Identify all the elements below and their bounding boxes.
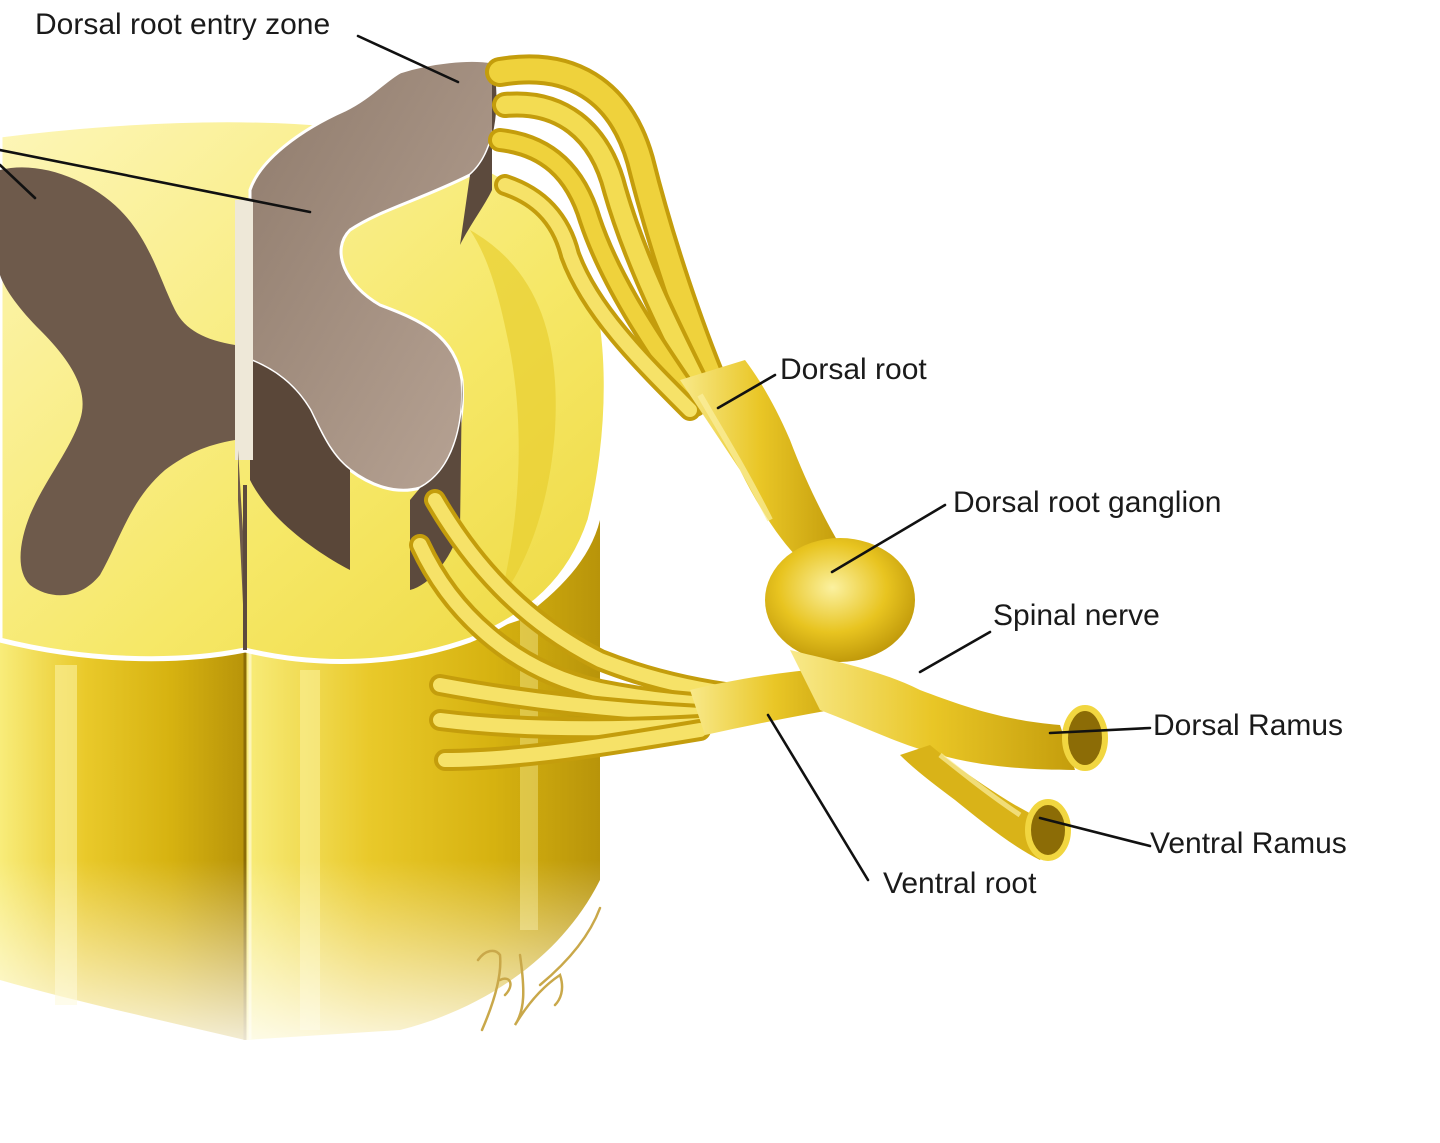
- dorsal-root-ganglion: [765, 538, 915, 662]
- label-dorsal-ramus: Dorsal Ramus: [1153, 709, 1343, 742]
- artist-signature: [476, 906, 602, 1032]
- leader-lines: [0, 34, 1152, 882]
- leader-ventral-ramus: [1038, 816, 1152, 848]
- leader-gray-matter-top: [0, 148, 312, 214]
- leader-spinal-nerve: [918, 630, 992, 674]
- leader-gray-matter-left: [0, 163, 37, 200]
- ventral-rootlets: [409, 489, 751, 771]
- bottom-fade: [0, 860, 620, 1080]
- label-dorsal-root-entry-zone: Dorsal root entry zone: [35, 8, 330, 41]
- leader-dorsal-root-ganglion: [830, 503, 947, 574]
- label-dorsal-root: Dorsal root: [780, 353, 927, 386]
- leader-dorsal-root-entry-zone: [356, 34, 460, 84]
- label-ventral-ramus: Ventral Ramus: [1150, 827, 1347, 860]
- leader-dorsal-root: [716, 373, 777, 410]
- dorsal-root: [680, 360, 840, 560]
- dorsal-ramus-cut-end: [1062, 705, 1108, 771]
- leader-ventral-root: [766, 713, 870, 882]
- ventral-ramus-cut-end: [1025, 799, 1071, 861]
- label-dorsal-root-ganglion: Dorsal root ganglion: [953, 486, 1222, 519]
- dorsal-rootlets: [485, 54, 735, 421]
- spinal-nerve: [790, 650, 1075, 860]
- label-ventral-root: Ventral root: [883, 867, 1037, 900]
- leader-dorsal-ramus: [1048, 726, 1152, 735]
- label-spinal-nerve: Spinal nerve: [993, 599, 1160, 632]
- labels: Dorsal root entry zone Dorsal root Dorsa…: [35, 8, 1347, 900]
